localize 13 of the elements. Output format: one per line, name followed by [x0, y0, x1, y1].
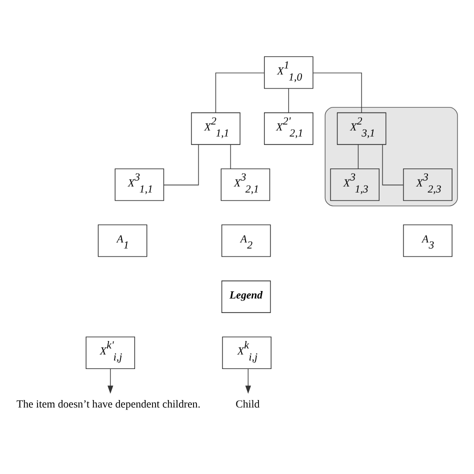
connector	[358, 144, 359, 170]
arrow	[108, 368, 114, 394]
node-text: The item doesn’t have dependent children.	[16, 398, 200, 411]
connector	[215, 72, 265, 113]
connector	[382, 144, 404, 186]
connector	[288, 88, 289, 113]
connector	[230, 144, 231, 170]
arrow	[245, 368, 251, 394]
connector	[312, 72, 362, 113]
node-text: Child	[236, 398, 260, 411]
connector	[163, 144, 199, 186]
cluster	[324, 107, 458, 206]
node-box: Legend	[221, 280, 271, 313]
